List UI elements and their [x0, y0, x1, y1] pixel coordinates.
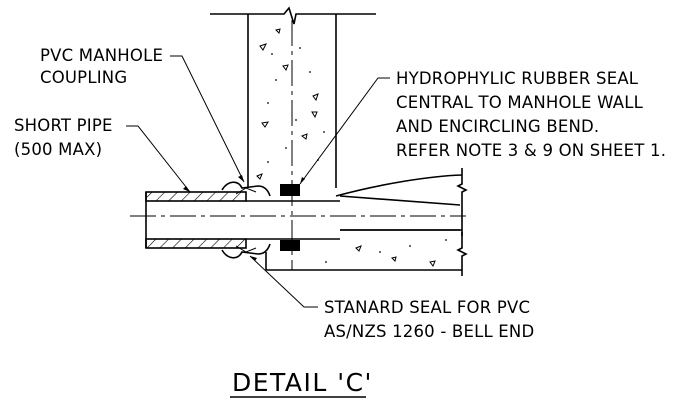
pvc-coupling: [221, 181, 271, 259]
short-pipe-label: SHORT PIPE (500 MAX): [14, 116, 118, 159]
standard-seal-label: STANARD SEAL FOR PVC AS/NZS 1260 - BELL …: [324, 298, 536, 341]
leader-arrows: [183, 175, 305, 261]
short-pipe: [145, 191, 247, 249]
pvc-coupling-label: PVC MANHOLE COUPLING: [40, 46, 169, 87]
rubber-seal-top: [280, 184, 300, 196]
pipe-through-wall: [246, 195, 461, 240]
detail-title: DETAIL 'C': [232, 368, 373, 397]
leader-lines: [126, 55, 390, 308]
rubber-seal-label: HYDROPHYLIC RUBBER SEAL CENTRAL TO MANHO…: [396, 69, 666, 160]
rubber-seal-bottom: [280, 240, 300, 251]
